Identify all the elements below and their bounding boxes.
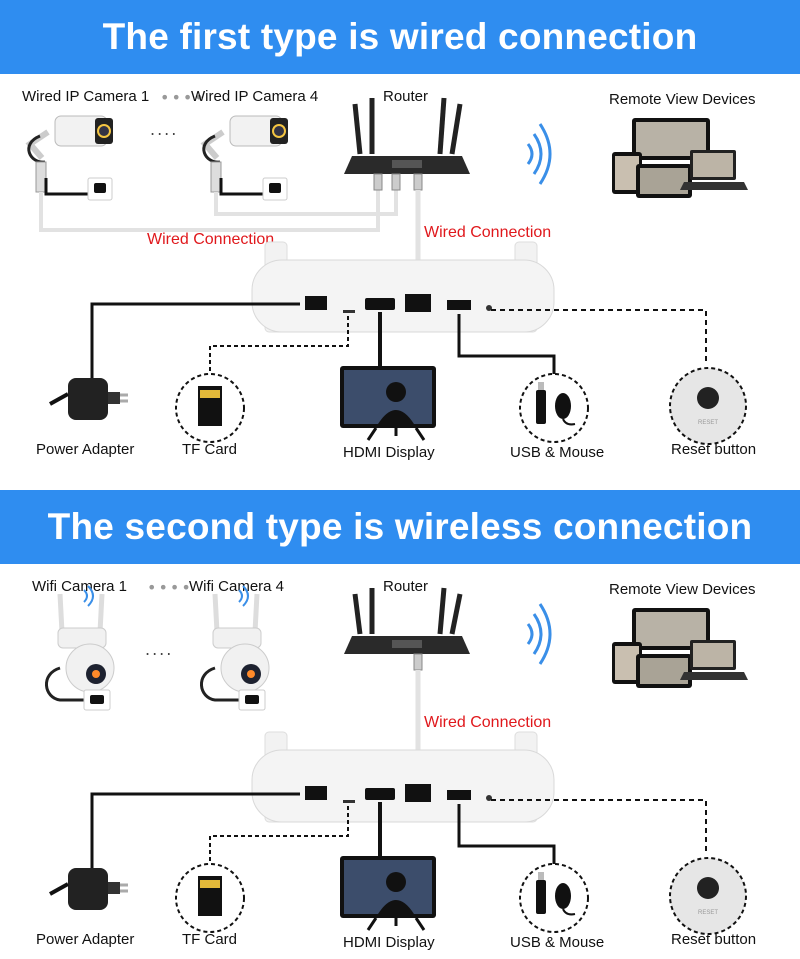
camera-ellipsis: ••••	[147, 578, 193, 597]
camera-1-label: Wired IP Camera 1	[22, 88, 150, 105]
power-adapter-icon	[49, 868, 128, 910]
camera-4-label: Wired IP Camera 4	[191, 88, 319, 105]
wifi-signal-icon	[526, 123, 552, 185]
reset-button-icon: RESET	[669, 367, 747, 445]
camera-gap-ellipsis: ....	[145, 640, 174, 659]
bullet-camera-icon	[200, 115, 288, 201]
remote-devices-icon	[612, 608, 748, 688]
reset-text: RESET	[698, 420, 718, 426]
camera-1-label: Wifi Camera 1	[32, 578, 128, 595]
reset-button-label: Reset button	[671, 441, 757, 458]
power-adapter-label: Power Adapter	[36, 441, 135, 458]
remote-devices-icon	[612, 118, 748, 198]
hdmi-display-icon	[340, 366, 436, 441]
tf-card-icon	[198, 876, 222, 916]
wired-diagram: RESET	[25, 97, 748, 445]
nvr-device-icon	[251, 241, 555, 333]
tf-card-label: TF Card	[182, 931, 238, 948]
power-adapter-label: Power Adapter	[36, 931, 135, 948]
wireless-diagram: RESET	[45, 585, 748, 935]
usb-mouse-icon	[536, 872, 576, 916]
wifi-signal-icon	[526, 603, 552, 665]
camera-4-label: Wifi Camera 4	[189, 578, 285, 595]
reset-text: RESET	[698, 910, 718, 916]
remote-devices-label: Remote View Devices	[609, 91, 756, 108]
router-label: Router	[383, 578, 429, 595]
section-1-heading: The first type is wired connection	[0, 0, 800, 74]
router-icon	[344, 587, 470, 671]
nvr-device-icon	[251, 731, 555, 823]
router-label: Router	[383, 88, 429, 105]
reset-button-label: Reset button	[671, 931, 757, 948]
ptz-camera-icon	[45, 585, 115, 711]
power-adapter-icon	[49, 378, 128, 420]
tf-card-icon	[198, 386, 222, 426]
hdmi-display-icon	[340, 856, 436, 931]
hdmi-display-label: HDMI Display	[343, 444, 435, 461]
wired-connection-label-router: Wired Connection	[424, 224, 552, 241]
remote-devices-label: Remote View Devices	[609, 581, 756, 598]
usb-mouse-label: USB & Mouse	[510, 444, 605, 461]
wired-connection-label-cameras: Wired Connection	[147, 231, 275, 248]
router-icon	[344, 97, 470, 191]
section-2-heading: The second type is wireless connection	[0, 490, 800, 564]
hdmi-display-label: HDMI Display	[343, 934, 435, 951]
wired-connection-label-router: Wired Connection	[424, 714, 552, 731]
usb-mouse-icon	[536, 382, 576, 426]
reset-button-icon: RESET	[669, 857, 747, 935]
tf-card-label: TF Card	[182, 441, 238, 458]
camera-gap-ellipsis: ....	[150, 120, 179, 139]
camera-ellipsis: ••••	[160, 88, 206, 107]
ptz-camera-icon	[200, 585, 270, 711]
bullet-camera-icon	[25, 115, 113, 201]
usb-mouse-label: USB & Mouse	[510, 934, 605, 951]
